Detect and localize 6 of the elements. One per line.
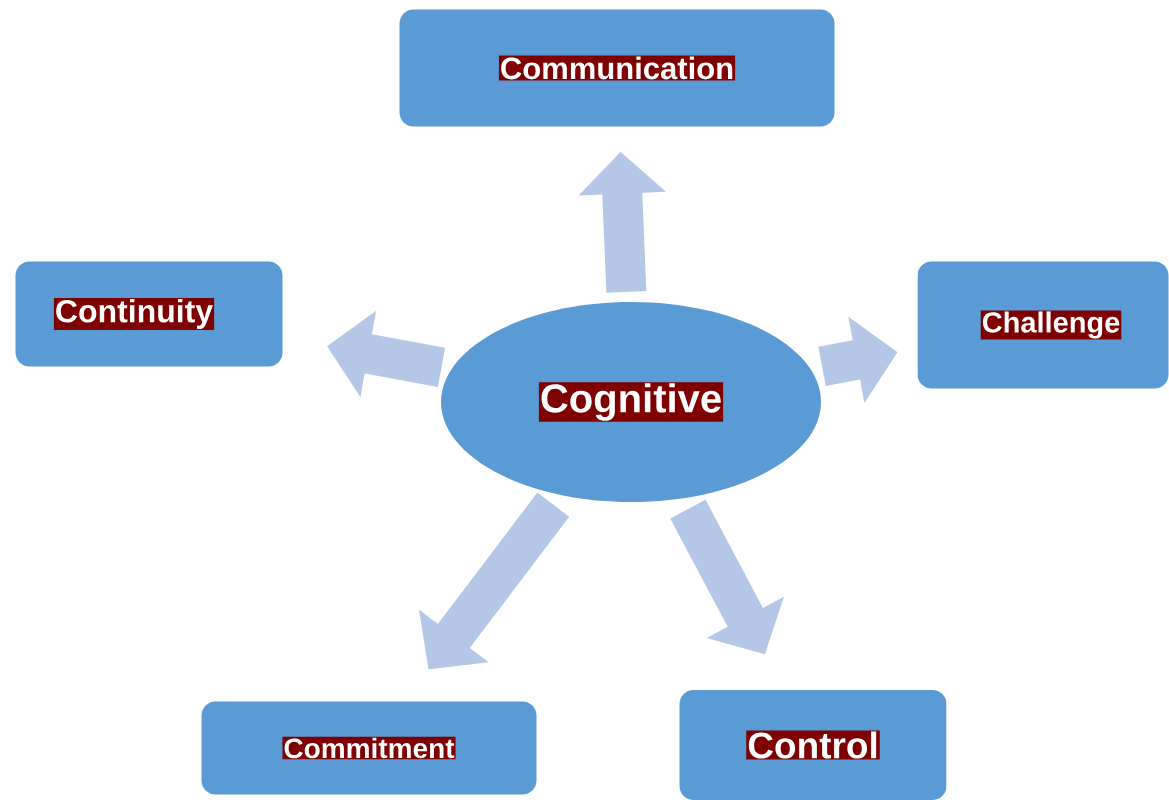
- process-box: Communication: [399, 9, 835, 127]
- process-box: Control: [679, 690, 947, 800]
- process-box: Commitment: [201, 701, 537, 795]
- ellipse-node: Cognitive: [441, 302, 821, 502]
- process-box: Challenge: [917, 261, 1169, 389]
- process-box: Continuity: [15, 261, 283, 367]
